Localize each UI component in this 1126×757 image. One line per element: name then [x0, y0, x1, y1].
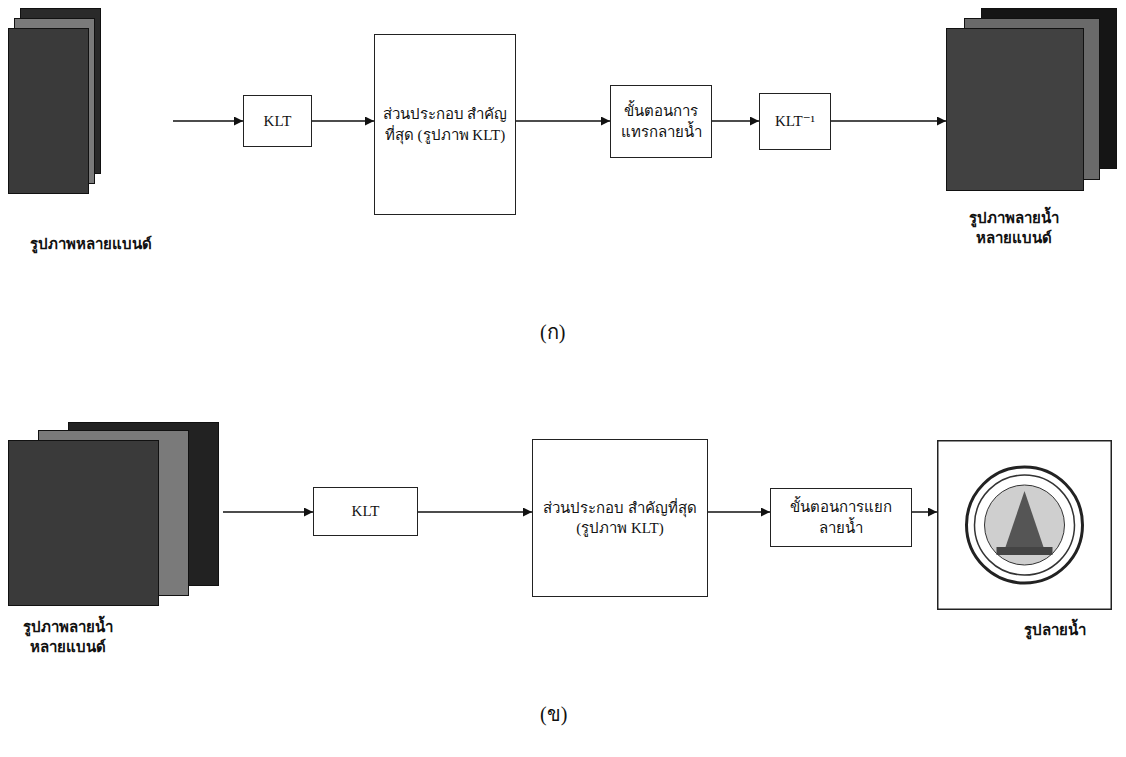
band-layer [9, 441, 159, 606]
watermark-image: รูปลายน้ำ [937, 440, 1112, 652]
seal-ring [967, 467, 1083, 583]
multiband-image-stack: รูปภาพหลายแบนด์ [8, 8, 173, 258]
band-layer [9, 29, 89, 194]
process-box: ขั้นตอนการแยก ลายน้ำ [770, 488, 912, 547]
arrow-connector [708, 511, 770, 513]
arrow-connector [912, 511, 937, 513]
image-caption: รูปภาพหลายแบนด์ [8, 234, 173, 254]
box-label: KLT⁻¹ [775, 111, 815, 131]
process-box: ส่วนประกอบ สำคัญที่สุด (รูปภาพ KLT) [532, 439, 708, 597]
image-caption: รูปลายน้ำ [997, 620, 1112, 640]
seal-ring [975, 475, 1075, 575]
process-box: ส่วนประกอบ สำคัญที่สุด (รูปภาพ KLT) [374, 34, 516, 215]
figure-part-label: (ข) [540, 698, 567, 730]
box-label: KLT [264, 111, 292, 131]
image-layers [946, 8, 1118, 193]
figure-part-label: (ก) [540, 316, 565, 348]
image-caption: รูปภาพลายน้ำ หลายแบนด์ [8, 617, 128, 658]
image-layers [8, 422, 220, 608]
seal-core [985, 485, 1065, 565]
arrow-connector [418, 511, 532, 513]
image-caption: รูปภาพลายน้ำ หลายแบนด์ [954, 208, 1074, 249]
process-box: ขั้นตอนการ แทรกลายน้ำ [610, 85, 712, 158]
arrow-connector [712, 120, 759, 122]
frame [938, 441, 1112, 610]
arrow-connector [831, 120, 946, 122]
box-label: KLT [352, 501, 380, 521]
process-box: KLT [313, 487, 418, 536]
process-box: KLT⁻¹ [759, 93, 831, 150]
multiband-image-stack: รูปภาพลายน้ำ หลายแบนด์ [946, 8, 1121, 266]
arrow-connector [223, 511, 313, 513]
seal-emblem [997, 547, 1053, 555]
process-box: KLT [243, 95, 312, 147]
box-label: ส่วนประกอบ สำคัญที่สุด (รูปภาพ KLT) [381, 104, 509, 145]
multiband-image-stack: รูปภาพลายน้ำ หลายแบนด์ [8, 422, 223, 677]
band-layer [947, 29, 1084, 191]
image-layers [8, 8, 103, 196]
arrow-connector [312, 120, 374, 122]
box-label: ขั้นตอนการแยก ลายน้ำ [777, 497, 905, 538]
arrow-connector [173, 120, 243, 122]
seal-emblem [1005, 491, 1045, 550]
watermark-frame [937, 440, 1112, 610]
box-label: ส่วนประกอบ สำคัญที่สุด (รูปภาพ KLT) [539, 498, 701, 539]
box-label: ขั้นตอนการ แทรกลายน้ำ [617, 101, 705, 142]
arrow-connector [516, 120, 610, 122]
